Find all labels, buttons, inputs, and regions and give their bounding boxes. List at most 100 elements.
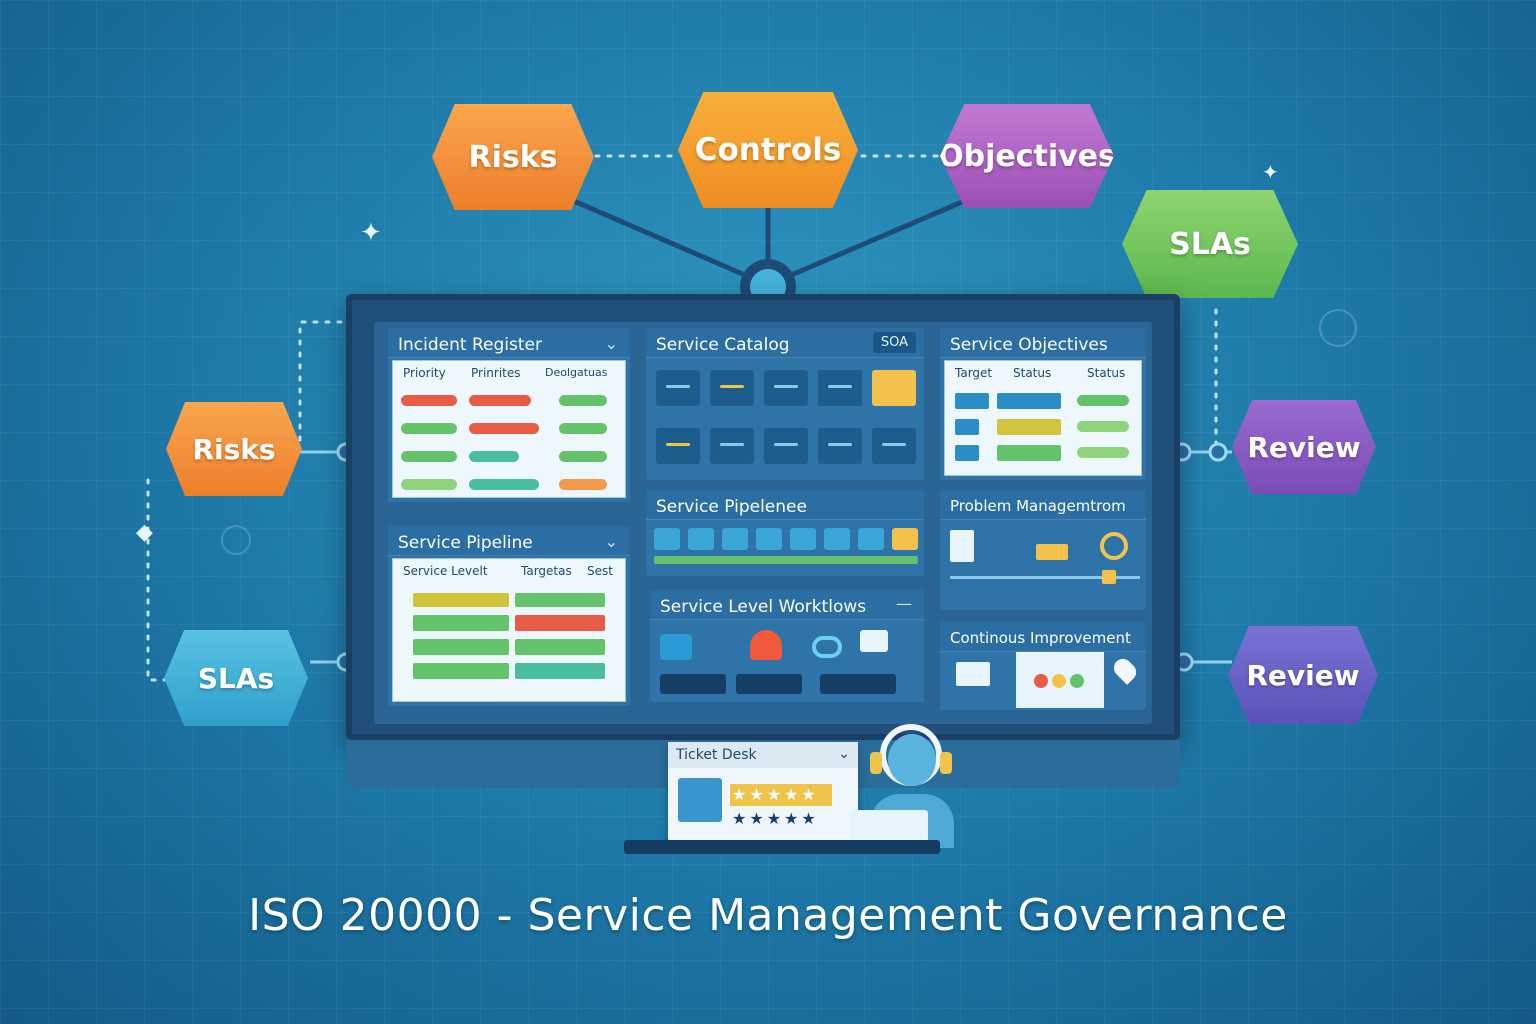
table-row bbox=[997, 419, 1061, 435]
ticket-desk-title: Ticket Desk bbox=[668, 742, 858, 768]
panel-service-level-workflow[interactable]: Service Level Worktlows — bbox=[650, 590, 924, 702]
workflow-node-icon bbox=[660, 634, 692, 660]
panel-service-objectives[interactable]: Service Objectives Target Status Status bbox=[940, 328, 1146, 480]
process-icon bbox=[1036, 544, 1068, 560]
table-row bbox=[469, 423, 539, 434]
panel-incident-register[interactable]: Incident Register ⌄ Priority Prinrites D… bbox=[388, 328, 630, 502]
node-slas-left[interactable]: SLAs bbox=[164, 630, 308, 726]
panel-title: Service Objectives bbox=[940, 328, 1146, 358]
node-review-bottom[interactable]: Review bbox=[1228, 626, 1378, 724]
catalog-tile[interactable] bbox=[872, 428, 916, 464]
table-row bbox=[469, 395, 531, 406]
objectives-table: Target Status Status bbox=[944, 360, 1142, 476]
node-objectives[interactable]: Objectives bbox=[940, 104, 1114, 208]
table-row bbox=[413, 593, 509, 607]
table-row bbox=[1077, 447, 1129, 458]
catalog-tile[interactable] bbox=[710, 370, 754, 406]
pipeline-stage bbox=[858, 528, 884, 550]
rating-gold bbox=[730, 784, 832, 806]
node-risks-top[interactable]: Risks bbox=[432, 104, 594, 210]
chevron-down-icon[interactable]: ⌄ bbox=[604, 532, 618, 551]
chart-icon bbox=[956, 662, 990, 686]
panel-title: Service Pipeline bbox=[388, 526, 630, 556]
node-controls[interactable]: Controls bbox=[678, 92, 858, 208]
table-row bbox=[515, 663, 605, 679]
diagram-caption: ISO 20000 - Service Management Governanc… bbox=[248, 890, 1288, 941]
panel-title: Service Pipelenee bbox=[646, 490, 924, 520]
column-header: Service Levelt bbox=[403, 564, 488, 578]
column-header: Prinrites bbox=[471, 366, 521, 380]
table-row bbox=[469, 451, 519, 462]
pipeline-stage bbox=[824, 528, 850, 550]
table-row bbox=[413, 615, 509, 631]
catalog-tile[interactable] bbox=[656, 428, 700, 464]
table-row bbox=[515, 593, 605, 607]
panel-service-pipeline-left[interactable]: Service Pipeline ⌄ Service Levelt Target… bbox=[388, 526, 630, 706]
table-row bbox=[515, 639, 605, 655]
chevron-down-icon[interactable]: ⌄ bbox=[838, 746, 850, 762]
catalog-tile[interactable] bbox=[818, 370, 862, 406]
thumbs-up-icon bbox=[678, 778, 722, 822]
table-row bbox=[559, 423, 607, 434]
catalog-tile[interactable] bbox=[710, 428, 754, 464]
table-row bbox=[401, 395, 457, 406]
location-pin-icon bbox=[1110, 655, 1140, 685]
panel-service-pipeline-mid[interactable]: Service Pipelenee bbox=[646, 490, 924, 576]
alert-icon bbox=[750, 630, 782, 660]
node-slas-top[interactable]: SLAs bbox=[1122, 190, 1298, 298]
catalog-tile[interactable] bbox=[872, 370, 916, 406]
panel-title: Service Level Worktlows bbox=[650, 590, 924, 620]
node-risks-left[interactable]: Risks bbox=[166, 402, 302, 496]
soa-badge: SOA bbox=[872, 332, 916, 353]
monitor: Incident Register ⌄ Priority Prinrites D… bbox=[346, 294, 1180, 740]
panel-title: Problem Managemtrom bbox=[940, 490, 1146, 520]
link-icon bbox=[812, 636, 842, 658]
table-row bbox=[559, 479, 607, 490]
column-header: Sest bbox=[587, 564, 613, 578]
column-header: Priority bbox=[403, 366, 446, 380]
catalog-tile[interactable] bbox=[764, 428, 808, 464]
pipeline-stage bbox=[722, 528, 748, 550]
table-row bbox=[1077, 395, 1129, 406]
table-row bbox=[955, 419, 979, 435]
ticket-desk-window[interactable]: Ticket Desk ⌄ ★★★★★ ★★★★★ bbox=[668, 742, 858, 842]
laptop-icon bbox=[850, 810, 928, 844]
panel-problem-management[interactable]: Problem Managemtrom bbox=[940, 490, 1146, 610]
column-header: Status bbox=[1013, 366, 1052, 380]
pipeline-stage bbox=[790, 528, 816, 550]
rating-stars-dark: ★★★★★ bbox=[732, 809, 819, 828]
table-row bbox=[413, 663, 509, 679]
chat-icon bbox=[860, 630, 888, 652]
table-row bbox=[413, 639, 509, 655]
pipeline-table: Service Levelt Targetas Sest bbox=[392, 558, 626, 702]
catalog-tile[interactable] bbox=[764, 370, 808, 406]
catalog-tile[interactable] bbox=[818, 428, 862, 464]
node-review-top[interactable]: Review bbox=[1232, 400, 1376, 494]
pipeline-stage bbox=[688, 528, 714, 550]
minimize-icon[interactable]: — bbox=[896, 594, 912, 613]
panel-title: Continous Improvement bbox=[940, 622, 1146, 652]
table-row bbox=[559, 451, 607, 462]
desk bbox=[624, 840, 940, 854]
chevron-down-icon[interactable]: ⌄ bbox=[604, 334, 618, 353]
panel-continuous-improvement[interactable]: Continous Improvement bbox=[940, 622, 1146, 710]
workflow-step bbox=[820, 674, 896, 694]
sparkle-icon: ◆ bbox=[136, 520, 153, 545]
panel-title: Incident Register bbox=[388, 328, 630, 358]
table-row bbox=[997, 445, 1061, 461]
flow-line bbox=[950, 576, 1140, 579]
table-row bbox=[401, 423, 457, 434]
device-icon bbox=[950, 530, 974, 562]
table-row bbox=[955, 445, 979, 461]
table-row bbox=[515, 615, 605, 631]
table-row bbox=[997, 393, 1061, 409]
rating-stars-gold: ★★★★★ bbox=[732, 785, 819, 804]
workflow-step bbox=[736, 674, 802, 694]
improvement-card bbox=[1016, 652, 1104, 708]
column-header: Status bbox=[1087, 366, 1126, 380]
table-row bbox=[401, 451, 457, 462]
pipeline-stage bbox=[892, 528, 918, 550]
panel-service-catalog[interactable]: Service Catalog SOA bbox=[646, 328, 924, 480]
workflow-step bbox=[660, 674, 726, 694]
catalog-tile[interactable] bbox=[656, 370, 700, 406]
